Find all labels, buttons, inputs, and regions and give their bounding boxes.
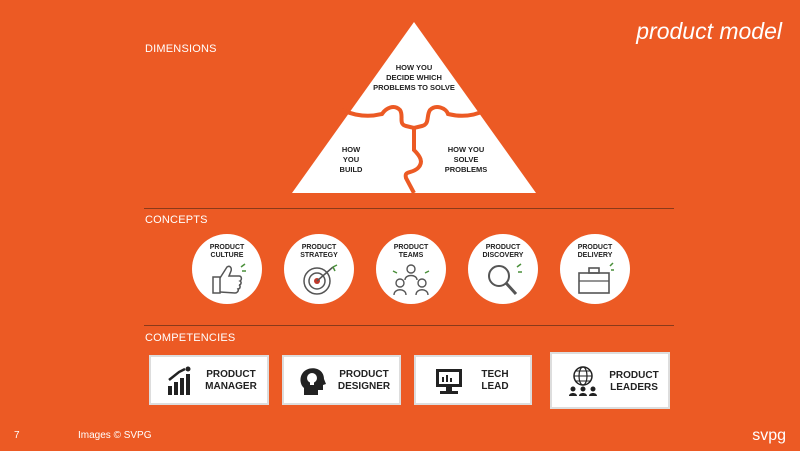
globe-people-icon bbox=[569, 366, 597, 396]
computer-icon bbox=[436, 369, 462, 394]
puzzle-seam-vertical bbox=[403, 128, 423, 194]
growth-chart-icon bbox=[168, 366, 191, 395]
divider bbox=[144, 208, 674, 209]
piece-build: HOW YOU BUILD bbox=[339, 145, 363, 174]
image-credit: Images © SVPG bbox=[78, 430, 152, 441]
page-number: 7 bbox=[14, 430, 20, 441]
dimensions-label: DIMENSIONS bbox=[145, 43, 217, 55]
brand-logo: svpg bbox=[752, 427, 786, 444]
pyramid-triangle bbox=[292, 22, 536, 193]
magnifier-icon bbox=[488, 263, 522, 296]
target-icon bbox=[303, 264, 338, 295]
divider bbox=[144, 325, 674, 326]
piece-decide: HOW YOU DECIDE WHICH PROBLEMS TO SOLVE bbox=[373, 63, 455, 92]
thumbs-up-icon bbox=[212, 263, 246, 294]
concepts-label: CONCEPTS bbox=[145, 214, 208, 226]
piece-solve: HOW YOU SOLVE PROBLEMS bbox=[444, 145, 488, 174]
slide-title: product model bbox=[636, 18, 782, 44]
briefcase-icon bbox=[578, 262, 614, 294]
team-icon bbox=[392, 264, 430, 296]
competencies-label: COMPETENCIES bbox=[145, 332, 236, 344]
head-lightbulb-icon bbox=[300, 368, 326, 395]
dimensions-pyramid bbox=[292, 22, 536, 194]
